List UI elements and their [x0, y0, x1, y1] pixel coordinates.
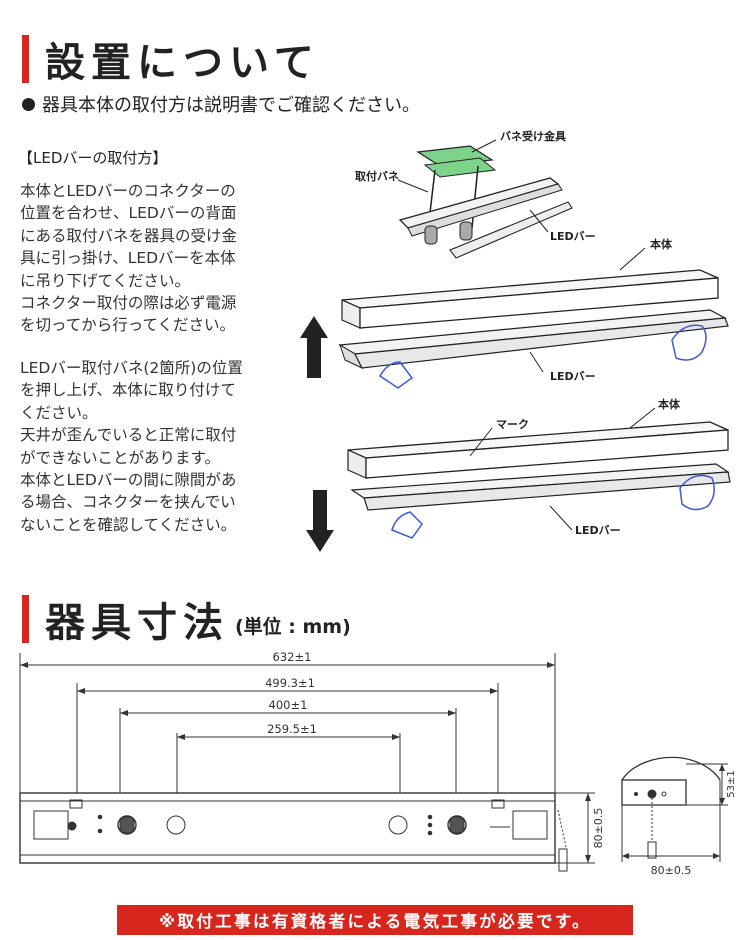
- dimensions-unit: (単位 : mm): [235, 615, 351, 638]
- upper-fixture: [338, 247, 729, 389]
- accent-bar: [22, 595, 29, 643]
- dimensions-heading: 器具寸法 (単位 : mm): [22, 590, 351, 648]
- label-led-bar-1: LEDバー: [550, 230, 596, 243]
- side-width-label: 80±0.5: [651, 864, 692, 877]
- lower-fixture: [347, 407, 731, 539]
- dimensions-title: 器具寸法: [45, 600, 229, 646]
- span-3-label: 259.5±1: [267, 722, 317, 736]
- label-led-bar-2: LEDバー: [550, 370, 596, 383]
- label-body-1: 本体: [650, 237, 673, 251]
- total-length-label: 632±1: [273, 650, 312, 664]
- up-arrow: [300, 316, 328, 378]
- install-title: 設置について: [45, 40, 320, 86]
- install-paragraph-1: 本体とLEDバーのコネクターの 位置を合わせ、LEDバーの背面 にある取付バネを…: [20, 182, 238, 335]
- side-height-label: 53±1: [726, 770, 737, 797]
- safety-banner: ※取付工事は有資格者による電気工事が必要です。: [117, 905, 633, 935]
- install-paragraph-2: LEDバー取付バネ(2箇所)の位置 を押し上げ、本体に取り付けて ください。 天…: [20, 359, 243, 534]
- label-bracket: バネ受け金具: [500, 129, 566, 143]
- install-heading: 設置について: [22, 30, 320, 88]
- installation-illustration: バネ受け金具 取付バネ LEDバー 本体 LEDバー マーク 本体 LEDバー: [300, 129, 731, 552]
- side-view-drawing: 53±1 80±0.5: [621, 756, 737, 877]
- down-arrow: [306, 490, 334, 552]
- led-bar-subheading: 【LEDバーの取付方】: [18, 149, 168, 167]
- fixture-front-view: [19, 792, 568, 872]
- label-body-2: 本体: [658, 397, 681, 411]
- label-spring: 取付バネ: [355, 169, 399, 183]
- height-front-label: 80±0.5: [592, 808, 605, 849]
- span-1-label: 499.3±1: [265, 676, 315, 690]
- install-note: 器具本体の取付方は説明書でご確認ください。: [22, 91, 420, 117]
- install-note-text: 器具本体の取付方は説明書でご確認ください。: [42, 95, 420, 116]
- spring-detail: [397, 139, 573, 259]
- accent-bar: [22, 35, 29, 83]
- bullet-icon: [22, 97, 35, 111]
- label-mark: マーク: [496, 418, 529, 431]
- dimension-drawing: 632±1 499.3±1 400±1 259.5±1 80±0.5: [19, 650, 605, 872]
- span-2-label: 400±1: [269, 698, 308, 712]
- label-led-bar-3: LEDバー: [575, 524, 621, 537]
